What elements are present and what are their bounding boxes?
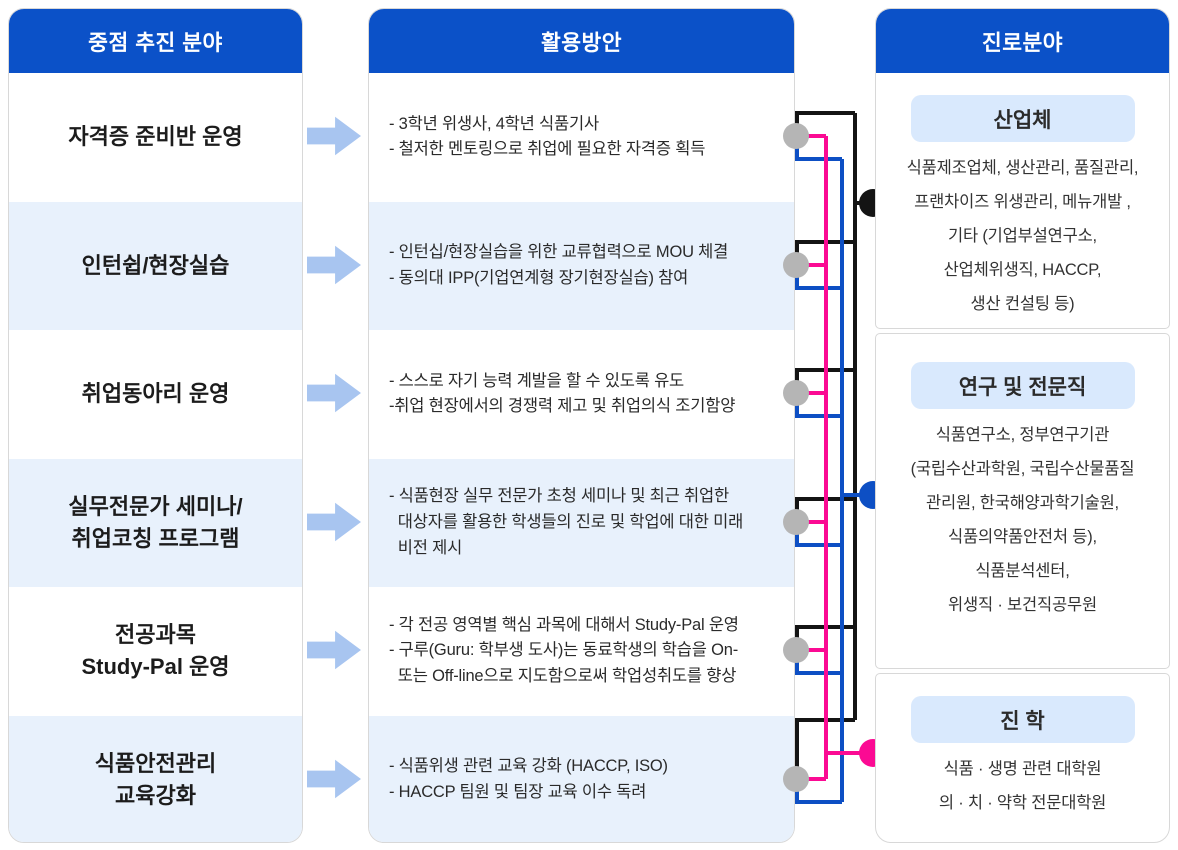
focus-column: 중점 추진 분야 자격증 준비반 운영 인턴쉽/현장실습 취업동아리 운영 실무… bbox=[8, 8, 303, 843]
right-arrow-icon bbox=[307, 245, 361, 285]
plan-row-food-safety: - 식품위생 관련 교육 강화 (HACCP, ISO) - HACCP 팀원 … bbox=[369, 715, 794, 842]
plans-column: 활용방안 - 3학년 위생사, 4학년 식품기사 - 철저한 멘토링으로 취업에… bbox=[368, 8, 795, 843]
right-arrow-icon bbox=[307, 502, 361, 542]
careers-column-industry: 진로분야 산업체 식품제조업체, 생산관리, 품질관리, 프랜차이즈 위생관리,… bbox=[875, 8, 1170, 329]
plans-column-header: 활용방안 bbox=[369, 9, 794, 73]
plan-row-job-club: - 스스로 자기 능력 계발을 할 수 있도록 유도 -취업 현장에서의 경쟁력… bbox=[389, 371, 736, 416]
plan-row-certificate: - 3학년 위생사, 4학년 식품기사 - 철저한 멘토링으로 취업에 필요한 … bbox=[389, 114, 706, 159]
focus-row-study-pal: 전공과목 Study-Pal 운영 bbox=[81, 622, 230, 680]
right-arrow-icon bbox=[307, 116, 361, 156]
careers-column-research: 연구 및 전문직 식품연구소, 정부연구기관 (국립수산과학원, 국립수산물품질… bbox=[875, 333, 1170, 669]
career-pill-grad-school: 진 학 bbox=[910, 696, 1135, 743]
right-arrow-icon bbox=[307, 630, 361, 670]
career-body-grad-school: 식품 · 생명 관련 대학원 의 · 치 · 약학 전문대학원 bbox=[938, 760, 1107, 812]
careers-column-grad-school: 진 학 식품 · 생명 관련 대학원 의 · 치 · 약학 전문대학원 bbox=[875, 673, 1170, 843]
plans-rows: - 3학년 위생사, 4학년 식품기사 - 철저한 멘토링으로 취업에 필요한 … bbox=[369, 73, 794, 842]
black-connector-path bbox=[795, 111, 872, 779]
plan-row-internship: - 인턴십/현장실습을 위한 교류협력으로 MOU 체결 - 동의대 IPP(기… bbox=[369, 201, 794, 330]
right-arrow-icon bbox=[307, 759, 361, 799]
blue-connector-path bbox=[795, 136, 872, 804]
career-body-research: 식품연구소, 정부연구기관 (국립수산과학원, 국립수산물품질 관리원, 한국해… bbox=[910, 426, 1135, 614]
pink-connector-path bbox=[797, 134, 872, 781]
focus-row-certificate: 자격증 준비반 운영 bbox=[68, 124, 243, 150]
careers-column-header: 진로분야 bbox=[876, 9, 1169, 73]
plan-row-study-pal: - 각 전공 영역별 핵심 과목에 대해서 Study-Pal 운영 - 구루(… bbox=[389, 615, 739, 686]
right-arrow-icon bbox=[307, 373, 361, 413]
plan-row-seminar: - 식품현장 실무 전문가 초청 세미나 및 최근 취업한 대상자를 활용한 학… bbox=[369, 458, 794, 587]
career-pill-industry: 산업체 bbox=[910, 95, 1135, 142]
career-body-industry: 식품제조업체, 생산관리, 품질관리, 프랜차이즈 위생관리, 메뉴개발 , 기… bbox=[906, 159, 1139, 313]
focus-row-food-safety: 식품안전관리 교육강화 bbox=[9, 715, 302, 842]
focus-rows: 자격증 준비반 운영 인턴쉽/현장실습 취업동아리 운영 실무전문가 세미나/ … bbox=[9, 73, 302, 842]
focus-column-header: 중점 추진 분야 bbox=[9, 9, 302, 73]
career-pill-research: 연구 및 전문직 bbox=[910, 362, 1135, 409]
focus-row-internship: 인턴쉽/현장실습 bbox=[9, 201, 302, 330]
focus-row-job-club: 취업동아리 운영 bbox=[81, 381, 230, 407]
focus-row-seminar: 실무전문가 세미나/ 취업코칭 프로그램 bbox=[9, 458, 302, 587]
